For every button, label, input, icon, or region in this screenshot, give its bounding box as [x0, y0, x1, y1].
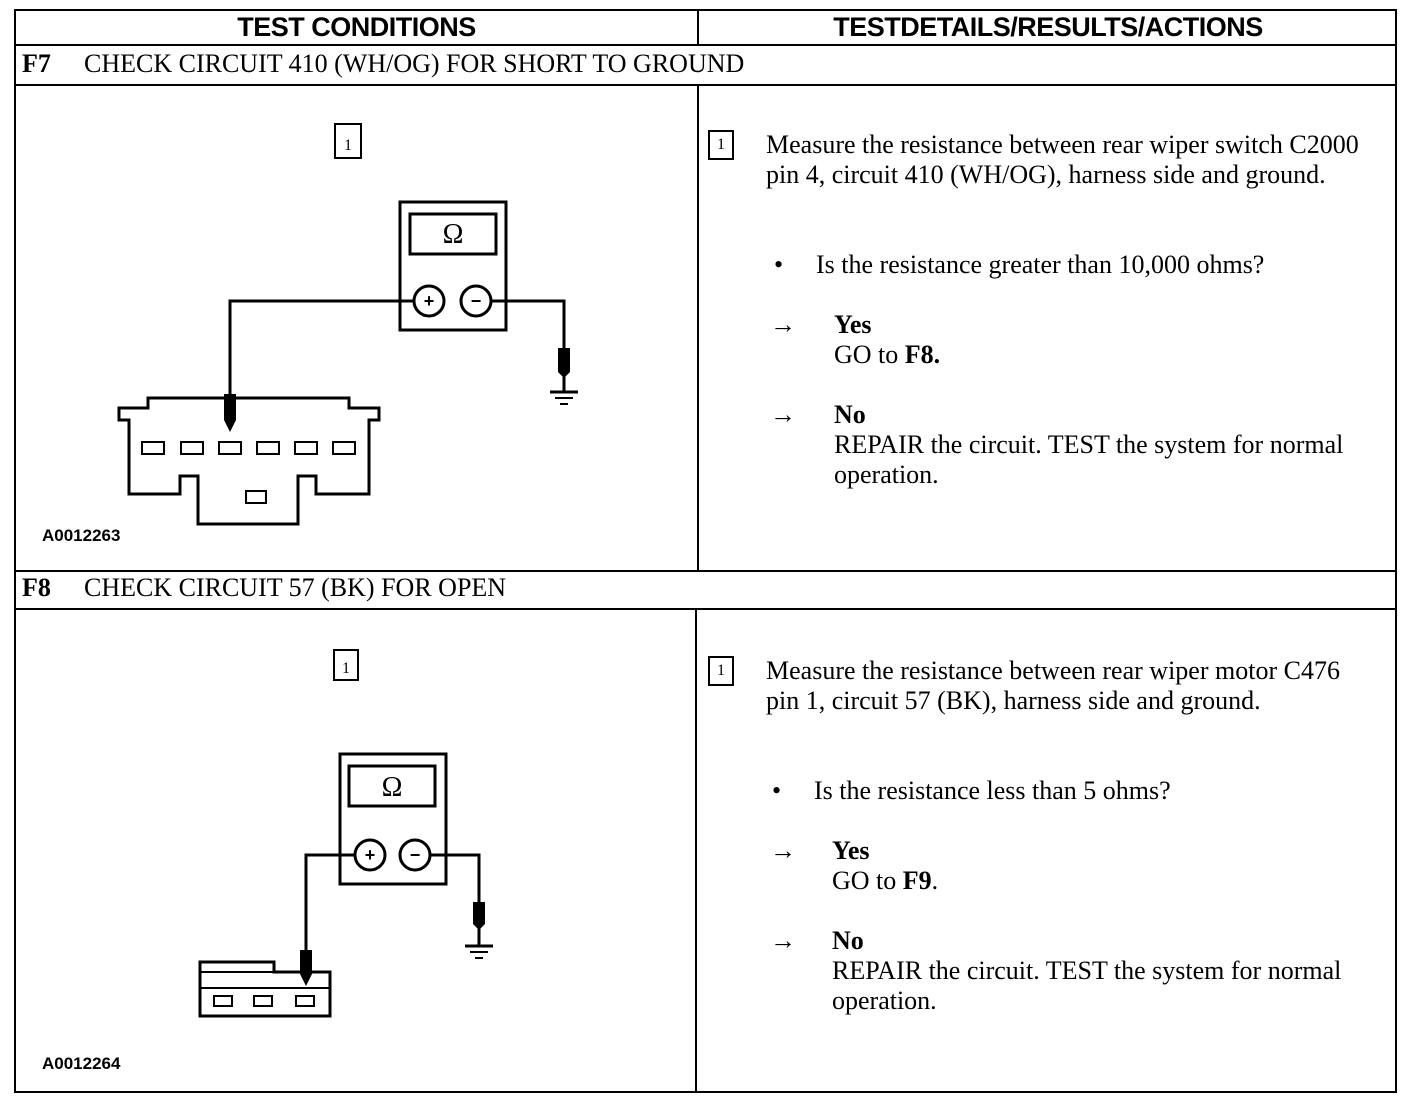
- f8-yes-target: F9: [902, 866, 932, 895]
- f7-results-step-box: 1: [708, 130, 734, 160]
- f8-title-rule: [16, 608, 1395, 610]
- f7-pin-2: [180, 441, 204, 455]
- f7-ground-probe: [558, 348, 570, 378]
- f8-no-arrow: →: [770, 926, 796, 955]
- f8-yes-prefix: GO to: [832, 866, 897, 895]
- f8-ground-probe: [473, 902, 485, 930]
- f7-no-arrow: →: [770, 400, 796, 429]
- f8-figure-id: A0012264: [42, 1054, 121, 1073]
- f7-minus-sign: −: [471, 291, 482, 311]
- f8-top-rule: [16, 570, 1395, 572]
- f7-no-label: No: [834, 400, 866, 429]
- f8-results-step-box: 1: [708, 656, 734, 686]
- f7-meter-display: [408, 212, 498, 256]
- f7-plus-sign: +: [424, 291, 435, 311]
- f8-divider: [695, 608, 697, 1093]
- f8-diagram: 1 Ω + −: [198, 649, 493, 1018]
- f8-test-probe: [300, 950, 312, 986]
- f7-yes-label: Yes: [834, 310, 872, 339]
- f7-instruction: Measure the resistance between rear wipe…: [766, 130, 1359, 189]
- f7-pin-7: [332, 441, 356, 455]
- step-f7-title-row: F7 CHECK CIRCUIT 410 (WH/OG) FOR SHORT TO…: [22, 49, 744, 79]
- f7-question: Is the resistance greater than 10,000 oh…: [816, 250, 1265, 279]
- test-table: TEST CONDITIONS TESTDETAILS/RESULTS/ACTI…: [14, 9, 1397, 1093]
- f7-negative-lead: [491, 299, 566, 348]
- f7-step-number: 1: [344, 137, 352, 154]
- f7-yes-target: F8: [904, 340, 934, 369]
- f7-yes-arrow: →: [770, 310, 796, 339]
- step-f7-id: F7: [22, 49, 51, 78]
- f7-pin-5: [256, 441, 280, 455]
- f7-yes-prefix: GO to: [834, 340, 899, 369]
- f8-connector-body: [198, 960, 332, 1018]
- f7-no-action: REPAIR the circuit. TEST the system for …: [834, 430, 1344, 489]
- f8-results: 1 Measure the resistance between rear wi…: [708, 656, 1388, 1076]
- f8-instruction: Measure the resistance between rear wipe…: [766, 656, 1340, 715]
- f8-negative-lead: [430, 853, 481, 902]
- f7-yes-period: .: [933, 340, 941, 369]
- f8-positive-lead: [304, 853, 355, 950]
- f8-step-box: [333, 649, 359, 681]
- f7-pin-4: [218, 441, 242, 455]
- f7-diagram: 1 Ω + −: [117, 123, 578, 526]
- f8-no-label: No: [832, 926, 864, 955]
- header-rule: [16, 44, 1395, 46]
- f7-multimeter-body: [398, 200, 508, 332]
- header-test-details: TESTDETAILS/RESULTS/ACTIONS: [833, 12, 1263, 42]
- f7-divider: [697, 84, 699, 570]
- f8-meter-display: [347, 764, 437, 808]
- step-f7-title: CHECK CIRCUIT 410 (WH/OG) FOR SHORT TO G…: [84, 49, 745, 78]
- f7-ohm-symbol: Ω: [443, 219, 464, 250]
- f7-test-probe: [224, 394, 236, 432]
- f8-question: Is the resistance less than 5 ohms?: [814, 776, 1171, 805]
- f7-positive-lead: [228, 299, 414, 394]
- f8-minus-sign: −: [410, 845, 421, 865]
- header-test-conditions: TEST CONDITIONS: [237, 12, 476, 42]
- step-f8-title: CHECK CIRCUIT 57 (BK) FOR OPEN: [84, 573, 507, 602]
- f7-connector-body: [117, 396, 381, 526]
- f7-connector-latch: [245, 490, 267, 504]
- f8-step-number: 1: [342, 660, 350, 677]
- f8-bullet: •: [772, 776, 782, 805]
- f7-bullet: •: [774, 250, 784, 279]
- f8-pin-3: [213, 995, 233, 1007]
- f7-pin-1: [141, 441, 165, 455]
- f8-yes-arrow: →: [770, 836, 796, 865]
- step-f8-id: F8: [22, 573, 51, 602]
- f8-question-row: • Is the resistance less than 5 ohms?: [772, 776, 1171, 806]
- f8-plus-sign: +: [365, 845, 376, 865]
- f7-step-box: [334, 123, 362, 159]
- f7-question-row: • Is the resistance greater than 10,000 o…: [774, 250, 1265, 280]
- f8-no-action: REPAIR the circuit. TEST the system for …: [832, 956, 1342, 1015]
- header-divider: [697, 11, 699, 44]
- f7-figure-id: A0012263: [42, 526, 121, 545]
- step-f8-title-row: F8 CHECK CIRCUIT 57 (BK) FOR OPEN: [22, 573, 506, 603]
- f7-results: 1 Measure the resistance between rear wi…: [708, 130, 1388, 550]
- f7-pin-6: [294, 441, 318, 455]
- f8-yes-period: .: [931, 866, 939, 895]
- f7-title-rule: [16, 84, 1395, 86]
- f8-multimeter-body: [338, 752, 448, 886]
- f8-yes-label: Yes: [832, 836, 870, 865]
- f8-pin-1: [295, 995, 315, 1007]
- f8-ohm-symbol: Ω: [382, 772, 403, 803]
- f8-pin-2: [253, 995, 273, 1007]
